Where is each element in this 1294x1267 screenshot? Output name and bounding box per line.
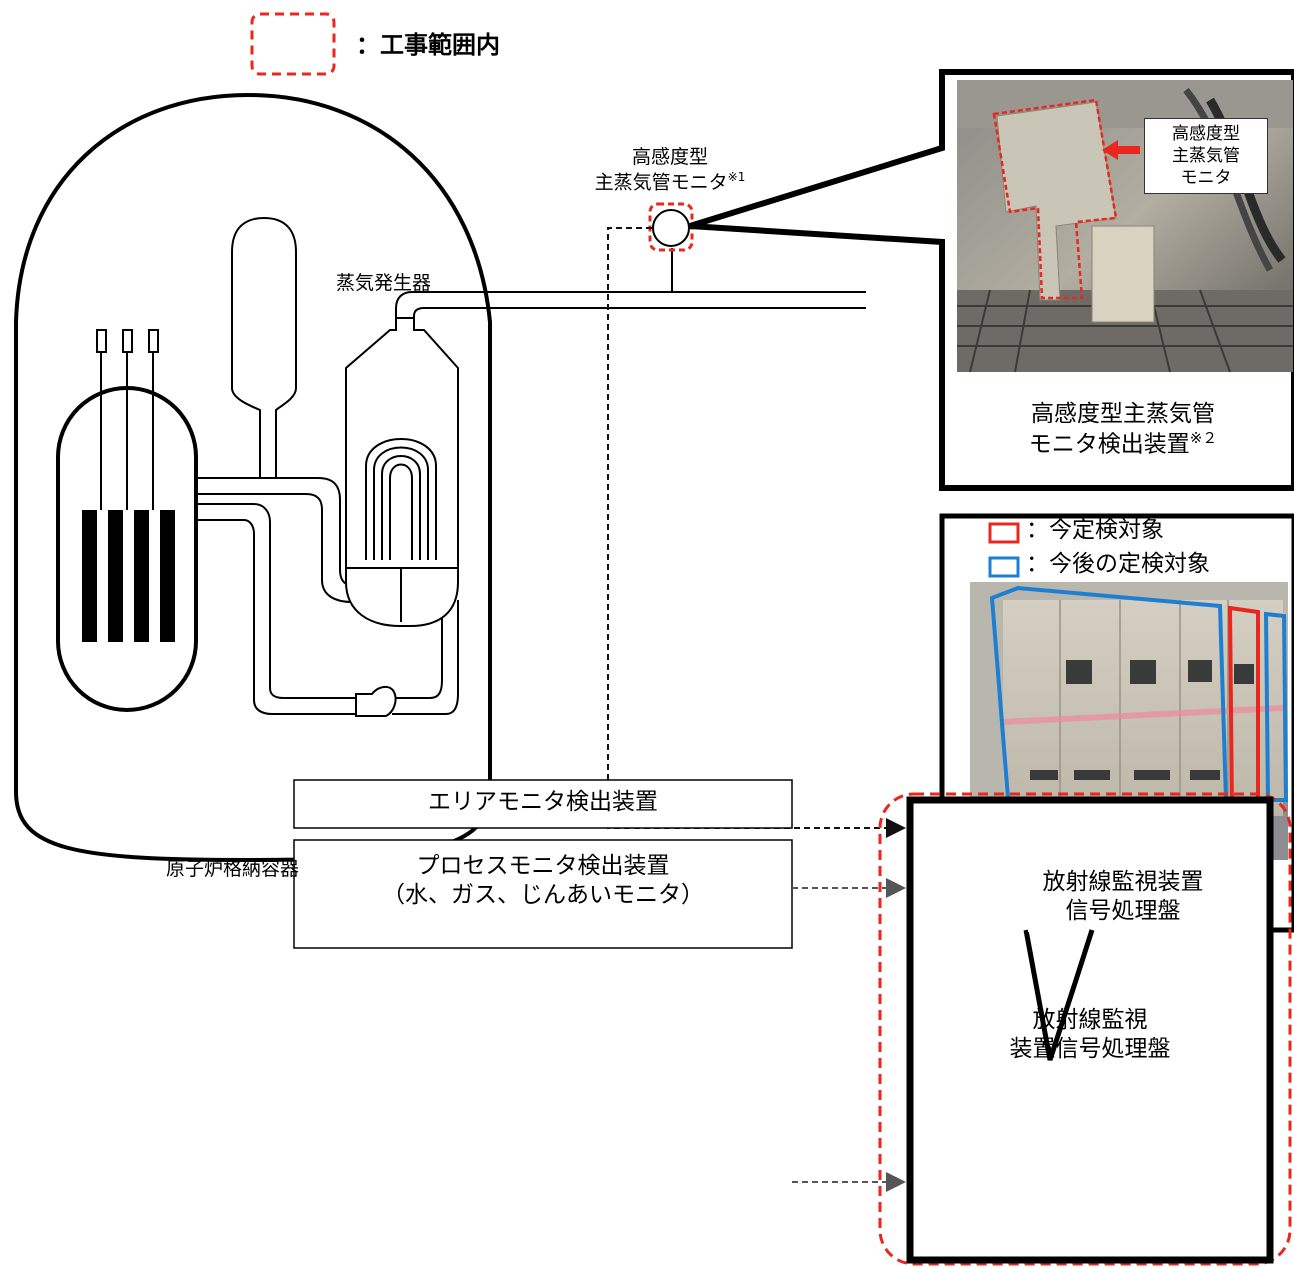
process-monitor-label: プロセスモニタ検出装置 （水、ガス、じんあいモニタ） xyxy=(294,852,792,910)
legend-future-swatch xyxy=(988,556,1020,578)
detector-caption: 高感度型主蒸気管 モニタ検出装置※２ xyxy=(958,400,1288,459)
detector-caption-note: ※２ xyxy=(1189,428,1218,447)
detector-caption-line1: 高感度型主蒸気管 xyxy=(1031,401,1215,427)
containment-vessel-label: 原子炉格納容器 xyxy=(166,858,300,880)
signal-panel-scope xyxy=(878,792,1292,1266)
legend-scope-label: ：工事範囲内 xyxy=(356,31,500,59)
u-tubes xyxy=(365,438,437,560)
primary-piping xyxy=(196,477,459,715)
callout-panel-tail xyxy=(1023,929,1095,1061)
main-steam-line xyxy=(395,248,866,318)
detector-caption-line2-wrap: モニタ検出装置※２ xyxy=(958,429,1288,459)
panel-caption-line2: 信号処理盤 xyxy=(1065,897,1181,924)
area-monitor-box xyxy=(293,779,793,829)
process-monitor-box xyxy=(293,839,793,949)
process-monitor-label-line1: プロセスモニタ検出装置 xyxy=(416,853,670,879)
msl-monitor xyxy=(652,209,690,247)
fuel-assemblies xyxy=(82,510,175,642)
coolant-pump xyxy=(355,686,397,717)
signal-panel-label-line1: 放射線監視 xyxy=(1032,1007,1148,1033)
legend-current-label: ：今定検対象 xyxy=(1026,517,1164,543)
detector-caption-line2: モニタ検出装置 xyxy=(1028,431,1190,458)
msl-signal-line xyxy=(607,227,906,838)
pressurizer xyxy=(231,216,297,479)
detector-photo-tag-line2: 主蒸気管 xyxy=(1172,146,1240,167)
msl-monitor-label-line1: 高感度型 xyxy=(631,146,708,168)
legend-scope-swatch xyxy=(250,12,336,76)
legend-future-label: ：今後の定検対象 xyxy=(1026,551,1210,577)
signal-panel-label: 放射線監視 装置信号処理盤 xyxy=(916,1006,1264,1064)
msl-monitor-label-line2: 主蒸気管モニタ※1 xyxy=(585,170,755,195)
msl-monitor-note: ※1 xyxy=(727,169,746,184)
signal-panel-label-line2: 装置信号処理盤 xyxy=(1009,1035,1171,1062)
control-rods xyxy=(96,329,159,510)
msl-monitor-label: 高感度型 主蒸気管モニタ※1 xyxy=(585,146,755,195)
area-monitor-label: エリアモニタ検出装置 xyxy=(428,789,658,815)
panel-caption: 放射線監視装置 信号処理盤 xyxy=(958,868,1288,926)
legend-current-swatch xyxy=(988,522,1020,544)
detector-photo-tag-line1: 高感度型 xyxy=(1172,124,1240,144)
process-monitor-label-line2: （水、ガス、じんあいモニタ） xyxy=(382,881,704,908)
steam-generator-label: 蒸気発生器 xyxy=(336,272,432,294)
panel-caption-line1: 放射線監視装置 xyxy=(1042,869,1204,895)
detector-photo-tag-line3: モニタ xyxy=(1180,168,1232,189)
detector-photo-tag: 高感度型 主蒸気管 モニタ xyxy=(1144,118,1268,195)
msl-monitor-label-text: 主蒸気管モニタ xyxy=(594,171,728,194)
signal-panel-box xyxy=(906,796,1274,1264)
